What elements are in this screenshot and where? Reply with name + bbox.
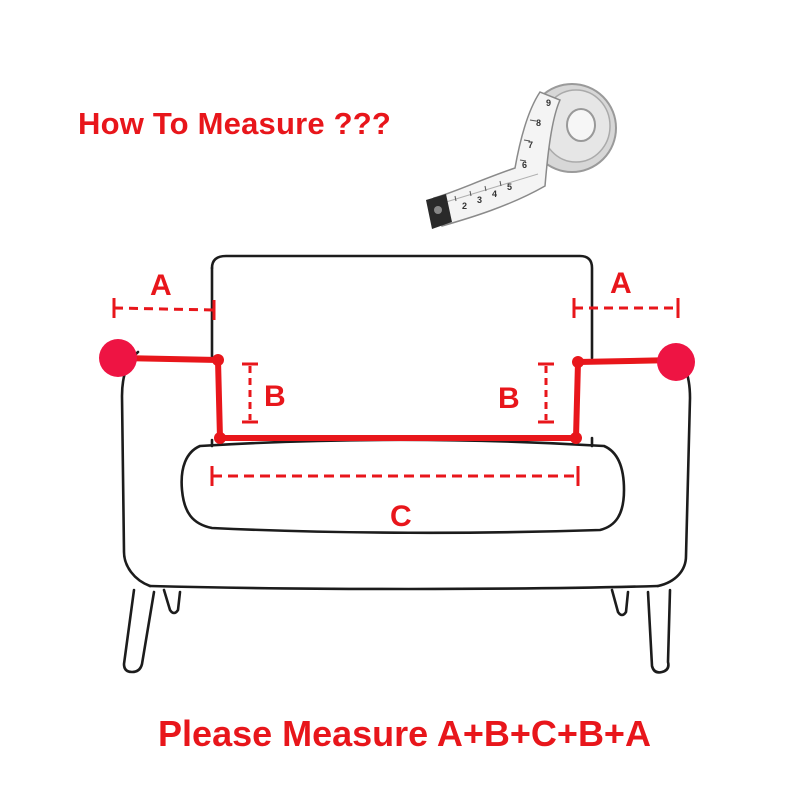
tape-digit: 3 bbox=[477, 195, 482, 205]
tape-digit: 2 bbox=[462, 201, 467, 211]
label-c: C bbox=[390, 500, 412, 533]
label-b-right: B bbox=[498, 382, 520, 415]
armchair-outline bbox=[120, 254, 692, 674]
tape-digit: 4 bbox=[492, 189, 497, 199]
right-arm-marker bbox=[657, 343, 695, 381]
tape-digit: 6 bbox=[522, 160, 527, 170]
measuring-tape-icon: 2 3 4 5 6 7 8 9 bbox=[426, 83, 617, 229]
label-a-left: A bbox=[150, 269, 172, 302]
left-arm-marker bbox=[99, 339, 137, 377]
joint-markers bbox=[212, 354, 584, 444]
page-title: How To Measure ??? bbox=[78, 106, 392, 141]
instruction-footer: Please Measure A+B+C+B+A bbox=[158, 713, 651, 754]
tape-digit: 9 bbox=[546, 98, 551, 108]
label-a-right: A bbox=[610, 267, 632, 300]
tape-digit: 8 bbox=[536, 118, 541, 128]
label-b-left: B bbox=[264, 380, 286, 413]
dimension-lines bbox=[112, 298, 680, 486]
measurement-path bbox=[115, 355, 679, 441]
tape-digit: 5 bbox=[507, 182, 512, 192]
tape-digit: 7 bbox=[528, 140, 533, 150]
